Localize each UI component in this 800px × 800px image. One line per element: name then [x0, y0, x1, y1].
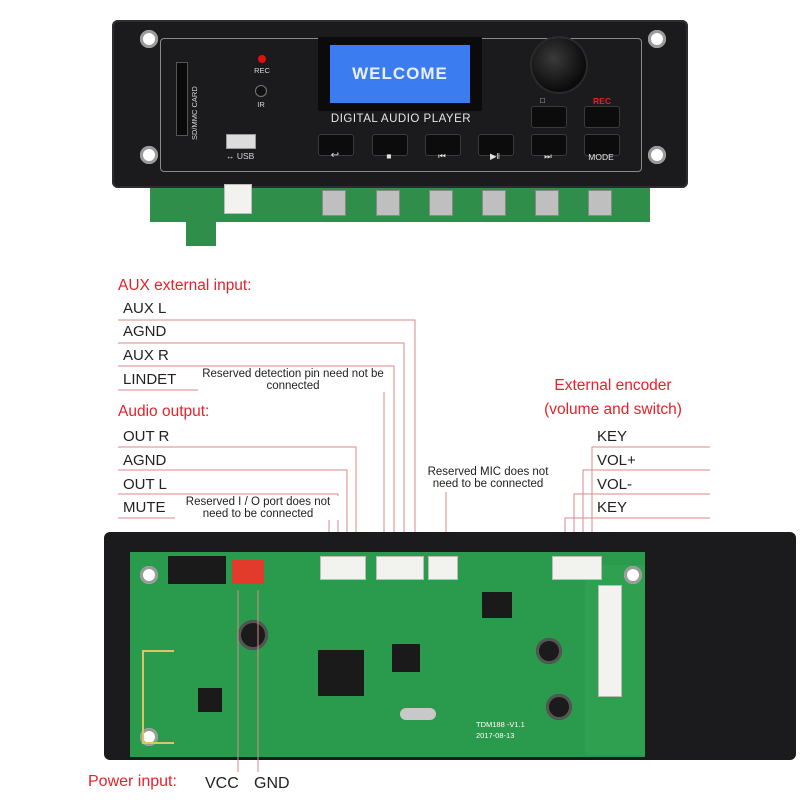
next-icon: ⏭ [544, 151, 552, 161]
aux-input-title: AUX external input: [118, 277, 252, 294]
mode-button-label: MODE [588, 152, 614, 162]
pin-vcc: VCC [205, 775, 239, 792]
folder-button[interactable] [531, 106, 567, 128]
wire-agnd-in [118, 342, 405, 532]
tactile-switch [535, 190, 559, 216]
mount-hole-top-right [648, 30, 666, 48]
pin-key-2: KEY [597, 499, 628, 516]
stop-button[interactable] [372, 134, 408, 156]
pcb-antenna [142, 650, 174, 744]
mount-hole-pcb-right [624, 566, 642, 584]
tactile-switch [482, 190, 506, 216]
mute-note: Reserved I / O port does not need to be … [175, 496, 341, 520]
wire-aux-l [118, 319, 416, 532]
pin-out-r: OUT R [123, 428, 170, 445]
tactile-switch [322, 190, 346, 216]
pin-key-1: KEY [597, 428, 628, 445]
mic-connector [428, 556, 458, 580]
crystal-oscillator [400, 708, 436, 720]
capacitor [536, 638, 562, 664]
pin-agnd-output: AGND [123, 452, 167, 469]
wire-vol-plus [582, 469, 710, 555]
lindet-note: Reserved detection pin need not be conne… [198, 368, 388, 392]
wire-agnd-out [118, 469, 348, 555]
wire-key-1 [591, 446, 710, 555]
previous-icon: ⏮ [438, 151, 446, 161]
mount-hole-pcb-bottom-left [140, 728, 158, 746]
power-connector [232, 560, 264, 584]
pin-aux-l: AUX L [123, 300, 167, 317]
capacitor [238, 620, 268, 650]
product-title: DIGITAL AUDIO PLAYER [330, 113, 472, 125]
amplifier-chip [482, 592, 512, 618]
repeat-icon: ↩ [330, 150, 340, 161]
mount-hole-top-left [140, 30, 158, 48]
stop-icon: ■ [386, 151, 392, 161]
bluetooth-chip [198, 688, 222, 712]
board-model: TDM188 -V1.1 [476, 720, 525, 729]
previous-button[interactable] [425, 134, 461, 156]
board-date: 2017-08-13 [476, 731, 515, 740]
folder-icon: □ [540, 96, 545, 105]
usb-label-text: USB [236, 151, 255, 161]
rec-button-label: REC [593, 96, 611, 106]
mode-button[interactable] [584, 134, 620, 156]
ir-label: IR [257, 100, 265, 109]
secondary-chip [392, 644, 420, 672]
mic-note: Reserved MIC does not need to be connect… [427, 466, 549, 490]
pin-vol-minus: VOL- [597, 476, 633, 493]
lcd-screen: WELCOME [330, 45, 470, 103]
mount-hole-pcb-left [140, 566, 158, 584]
play-pause-button[interactable] [478, 134, 514, 156]
pin-out-l: OUT L [123, 476, 167, 493]
aux-input-connector [376, 556, 424, 580]
usb-label: ↔ USB [226, 151, 286, 161]
tactile-switch [588, 190, 612, 216]
power-input-title: Power input: [88, 773, 177, 790]
wire-out-r [118, 446, 357, 555]
pin-mute: MUTE [123, 499, 166, 516]
encoder-title-line1: External encoder [554, 377, 672, 394]
repeat-button[interactable] [318, 134, 354, 156]
rec-button[interactable] [584, 106, 620, 128]
mount-hole-bottom-left [140, 146, 158, 164]
black-header [168, 556, 226, 584]
pin-gnd: GND [254, 775, 290, 792]
volume-knob[interactable] [532, 38, 586, 92]
pin-agnd-input: AGND [123, 323, 167, 340]
rec-led-label: REC [254, 66, 270, 75]
usb-socket [224, 184, 252, 214]
next-button[interactable] [531, 134, 567, 156]
rec-led [258, 55, 266, 63]
sd-card-slot [176, 62, 188, 136]
encoder-connector [552, 556, 602, 580]
usb-port[interactable] [226, 134, 256, 149]
pcb-tab [186, 210, 216, 246]
usb-icon: ↔ [226, 151, 235, 161]
mount-hole-bottom-right [648, 146, 666, 164]
encoder-title-line2: (volume and switch) [544, 401, 682, 418]
main-processor-chip [318, 650, 364, 696]
play-pause-icon: ▶‖ [489, 151, 501, 161]
audio-output-title: Audio output: [118, 403, 210, 420]
wire-aux-r [118, 365, 395, 532]
display-header [598, 585, 622, 697]
tactile-switch [376, 190, 400, 216]
pin-lindet: LINDET [123, 371, 177, 388]
pin-aux-r: AUX R [123, 347, 169, 364]
tactile-switch [429, 190, 453, 216]
capacitor [546, 694, 572, 720]
audio-output-connector [320, 556, 366, 580]
ir-receiver [256, 86, 266, 96]
pin-vol-plus: VOL+ [597, 452, 636, 469]
